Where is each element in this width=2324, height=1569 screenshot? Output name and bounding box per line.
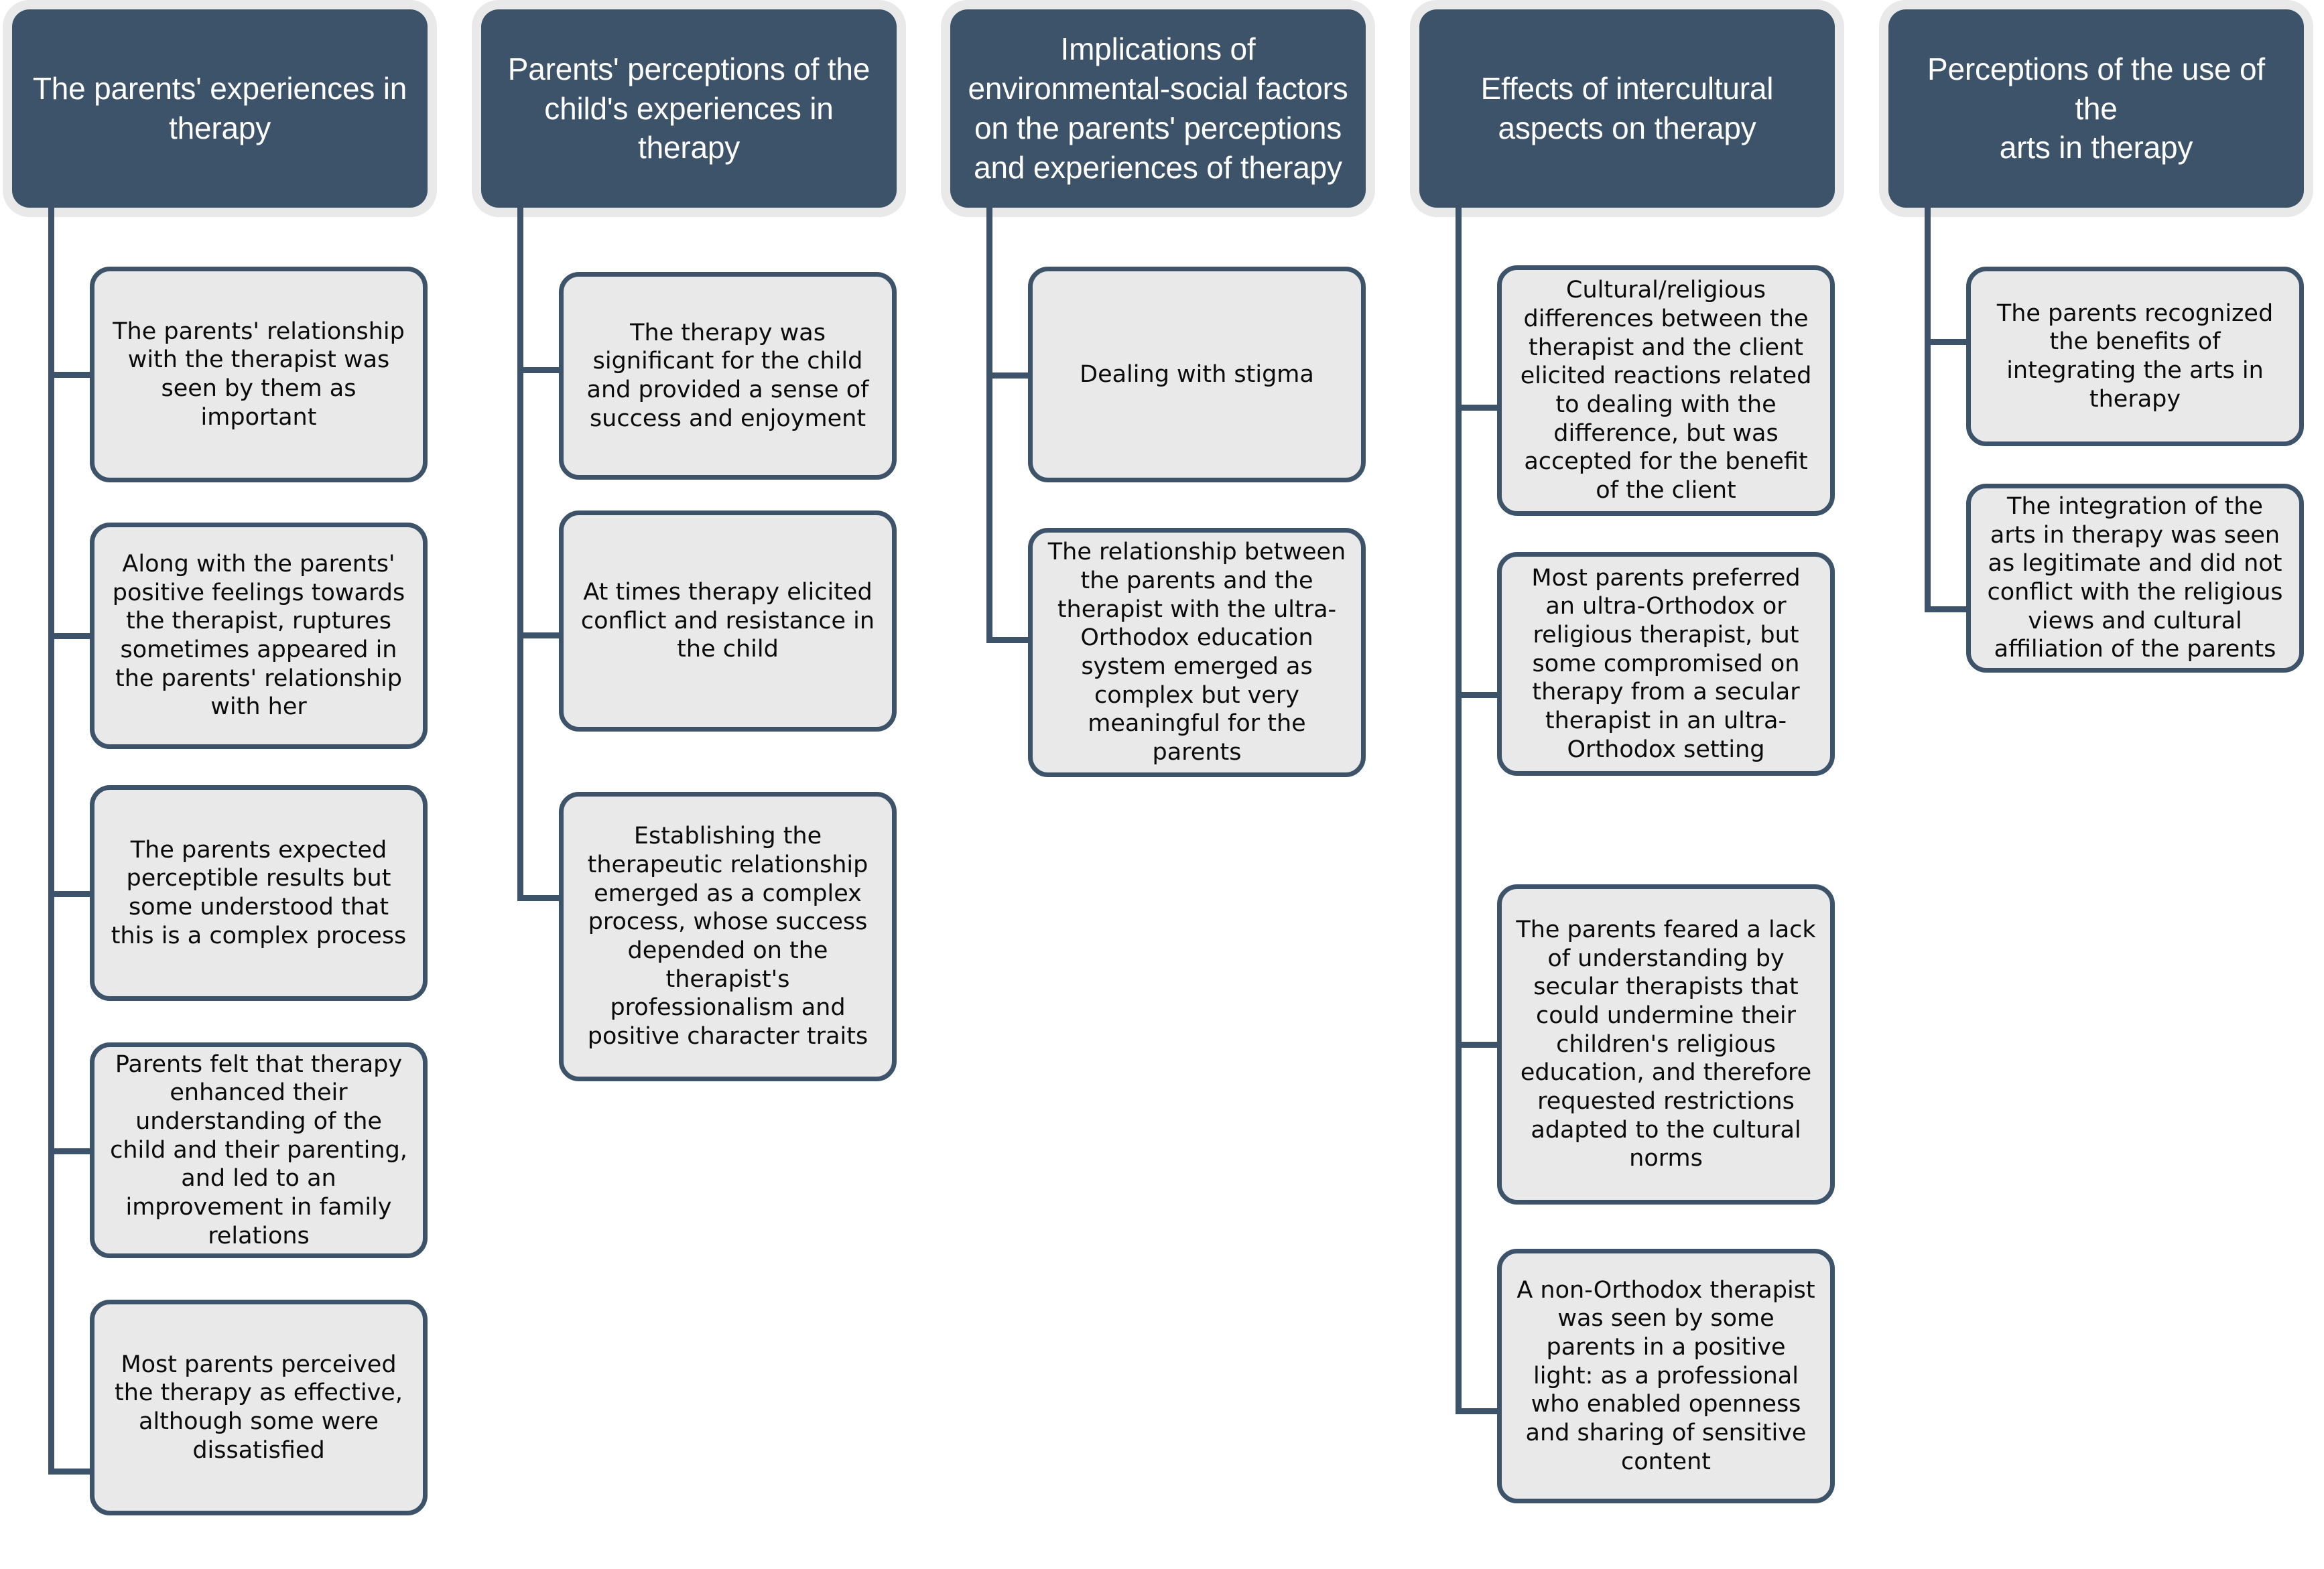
connector-trunk-1 bbox=[48, 208, 54, 1471]
subtheme-box-1-1[interactable]: The parents' relationship with the thera… bbox=[90, 267, 428, 482]
subtheme-label-1-2: Along with the parents' positive feeling… bbox=[112, 550, 405, 721]
subtheme-label-2-2: At times therapy elicited conflict and r… bbox=[580, 578, 875, 663]
subtheme-label-5-2: The integration of the arts in therapy w… bbox=[1987, 492, 2283, 663]
connector-trunk-5 bbox=[1925, 208, 1931, 610]
subtheme-box-4-2[interactable]: Most parents preferred an ultra-Orthodox… bbox=[1497, 552, 1835, 776]
subtheme-box-1-4[interactable]: Parents felt that therapy enhanced their… bbox=[90, 1042, 428, 1258]
theme-label-2: Parents' perceptions of the child's expe… bbox=[507, 51, 870, 165]
subtheme-box-5-1[interactable]: The parents recognized the benefits of i… bbox=[1966, 267, 2304, 446]
subtheme-label-1-5: Most parents perceived the therapy as ef… bbox=[115, 1351, 403, 1464]
theme-box-5[interactable]: Perceptions of the use of the arts in th… bbox=[1888, 9, 2304, 208]
subtheme-box-3-2[interactable]: The relationship between the parents and… bbox=[1028, 528, 1366, 777]
subtheme-box-1-3[interactable]: The parents expected perceptible results… bbox=[90, 785, 428, 1001]
theme-label-5: Perceptions of the use of the arts in th… bbox=[1927, 51, 2265, 165]
subtheme-box-1-5[interactable]: Most parents perceived the therapy as ef… bbox=[90, 1300, 428, 1515]
subtheme-box-5-2[interactable]: The integration of the arts in therapy w… bbox=[1966, 484, 2304, 673]
subtheme-box-4-1[interactable]: Cultural/religious differences between t… bbox=[1497, 265, 1835, 516]
subtheme-label-2-3: Establishing the therapeutic relationshi… bbox=[587, 823, 868, 1050]
subtheme-label-2-1: The therapy was significant for the chil… bbox=[586, 319, 869, 432]
subtheme-label-4-1: Cultural/religious differences between t… bbox=[1520, 277, 1812, 504]
subtheme-box-1-2[interactable]: Along with the parents' positive feeling… bbox=[90, 523, 428, 749]
connector-trunk-2 bbox=[517, 208, 523, 898]
subtheme-label-1-4: Parents felt that therapy enhanced their… bbox=[110, 1050, 407, 1249]
theme-box-1[interactable]: The parents' experiences in therapy bbox=[12, 9, 428, 208]
connector-trunk-3 bbox=[986, 208, 992, 640]
subtheme-label-3-2: The relationship between the parents and… bbox=[1047, 539, 1346, 766]
subtheme-label-4-4: A non-Orthodox therapist was seen by som… bbox=[1516, 1276, 1815, 1475]
subtheme-box-4-3[interactable]: The parents feared a lack of understandi… bbox=[1497, 884, 1835, 1205]
subtheme-label-4-3: The parents feared a lack of understandi… bbox=[1516, 916, 1816, 1172]
connector-trunk-4 bbox=[1456, 208, 1462, 1411]
subtheme-label-4-2: Most parents preferred an ultra-Orthodox… bbox=[1531, 564, 1801, 763]
theme-label-1: The parents' experiences in therapy bbox=[32, 71, 407, 145]
theme-label-3: Implications of environmental-social fac… bbox=[968, 31, 1348, 185]
subtheme-label-5-1: The parents recognized the benefits of i… bbox=[1996, 299, 2274, 413]
subtheme-label-3-1: Dealing with stigma bbox=[1080, 360, 1314, 388]
subtheme-box-4-4[interactable]: A non-Orthodox therapist was seen by som… bbox=[1497, 1249, 1835, 1503]
subtheme-label-1-3: The parents expected perceptible results… bbox=[111, 836, 407, 949]
subtheme-label-1-1: The parents' relationship with the thera… bbox=[113, 318, 405, 431]
subtheme-box-2-3[interactable]: Establishing the therapeutic relationshi… bbox=[559, 792, 897, 1081]
subtheme-box-3-1[interactable]: Dealing with stigma bbox=[1028, 267, 1366, 482]
subtheme-box-2-2[interactable]: At times therapy elicited conflict and r… bbox=[559, 510, 897, 732]
theme-box-2[interactable]: Parents' perceptions of the child's expe… bbox=[481, 9, 897, 208]
subtheme-box-2-1[interactable]: The therapy was significant for the chil… bbox=[559, 272, 897, 480]
theme-box-4[interactable]: Effects of intercultural aspects on ther… bbox=[1419, 9, 1835, 208]
theme-label-4: Effects of intercultural aspects on ther… bbox=[1480, 71, 1774, 145]
theme-box-3[interactable]: Implications of environmental-social fac… bbox=[950, 9, 1366, 208]
